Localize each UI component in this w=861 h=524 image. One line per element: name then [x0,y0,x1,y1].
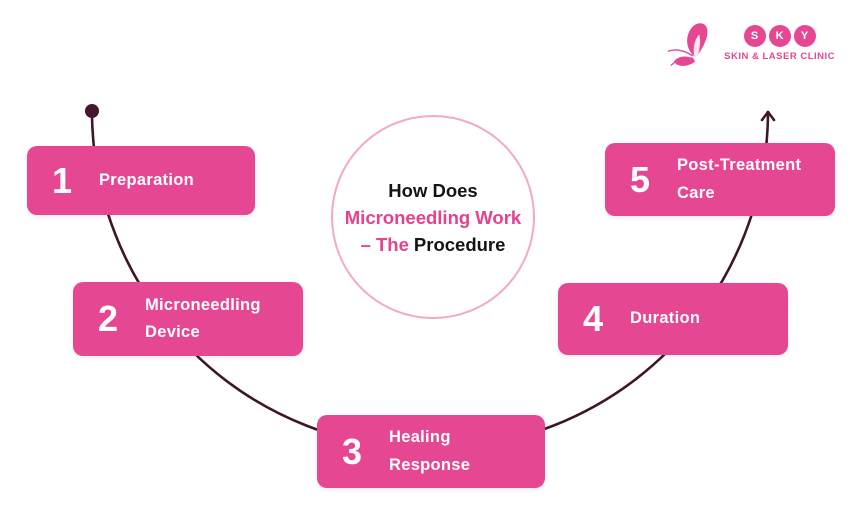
end-arrow-icon [760,110,776,122]
title-line-2: Microneedling Work [344,206,522,228]
step-label: Preparation [99,170,194,189]
step-label: Microneedling Device [145,295,261,341]
step-box-healing-response: 3 Healing Response [317,415,545,488]
step-label: Post-Treatment Care [677,156,802,202]
logo-initials: S K Y [743,24,816,47]
step-number: 4 [582,298,604,339]
title-line-3-rest: Procedure [413,233,506,255]
title-line-1: How Does [388,179,478,201]
step-box-preparation: 1 Preparation [27,146,255,215]
start-dot-icon [85,104,99,118]
step-box-post-treatment-care: 5 Post-Treatment Care [605,143,835,216]
logo-initial-y: Y [793,24,816,47]
step-number: 3 [341,430,363,472]
step-box-duration: 4 Duration [558,283,788,355]
step-number: 2 [97,298,119,339]
step-number: 1 [51,159,73,201]
title-line-3-accent: – The [360,233,409,255]
logo-initial-k: K [768,24,791,47]
step-number: 5 [629,158,651,200]
step-label: Duration [630,309,701,328]
butterfly-icon [668,23,708,66]
step-label: Healing Response [389,428,471,474]
logo-initial-s: S [743,24,766,47]
logo-text-block: S K Y SKIN & LASER CLINIC [724,24,835,62]
clinic-logo: S K Y SKIN & LASER CLINIC [666,14,835,72]
step-box-microneedling-device: 2 Microneedling Device [73,282,303,356]
logo-tagline: SKIN & LASER CLINIC [724,50,835,62]
